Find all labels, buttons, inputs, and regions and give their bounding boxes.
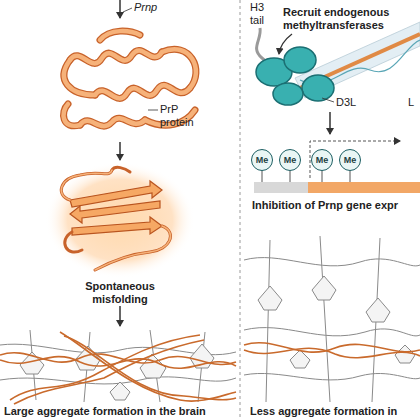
d3l-complex <box>256 47 334 105</box>
panel-divider <box>240 0 241 420</box>
flow-arrow <box>329 112 331 134</box>
text-label: Large aggregate formation in the brain <box>4 405 206 418</box>
methyl-mark: Me <box>339 149 361 171</box>
aggregate-fibrils <box>0 332 236 404</box>
methyl-stalks <box>262 171 350 182</box>
text-label: Inhibition of Prnp gene expr <box>252 199 398 212</box>
methyl-mark: Me <box>311 149 333 171</box>
methyl-label: Me <box>344 155 357 165</box>
text-label: Less aggregate formation in <box>250 405 397 418</box>
prnp-gene-region <box>308 182 420 193</box>
text-label: L <box>408 96 414 109</box>
text-label: PrP protein <box>160 103 212 128</box>
leader-line <box>123 8 132 12</box>
leader-line <box>322 98 334 102</box>
aggregate-fibrils <box>244 343 420 358</box>
leader-line <box>148 110 158 111</box>
methyl-label: Me <box>316 155 329 165</box>
flow-arrow <box>119 0 121 18</box>
text-label: Recruit endogenous methyltransferases <box>283 6 417 31</box>
text-label: D3L <box>336 96 356 109</box>
transcription-arrow <box>310 141 400 178</box>
misfolded-protein <box>45 162 195 278</box>
methyl-label: Me <box>256 155 269 165</box>
neuron-tissue <box>244 236 420 402</box>
methyl-label: Me <box>284 155 297 165</box>
text-label: Spontaneous misfolding <box>60 280 180 305</box>
recruit-arrow <box>279 34 292 54</box>
methyl-mark: Me <box>279 149 301 171</box>
methyl-mark: Me <box>251 149 273 171</box>
flow-arrow <box>119 142 121 160</box>
text-label: Prnp <box>134 1 157 14</box>
flow-arrow <box>119 306 121 326</box>
promoter-region <box>254 182 308 193</box>
text-label: H3 tail <box>250 1 274 26</box>
